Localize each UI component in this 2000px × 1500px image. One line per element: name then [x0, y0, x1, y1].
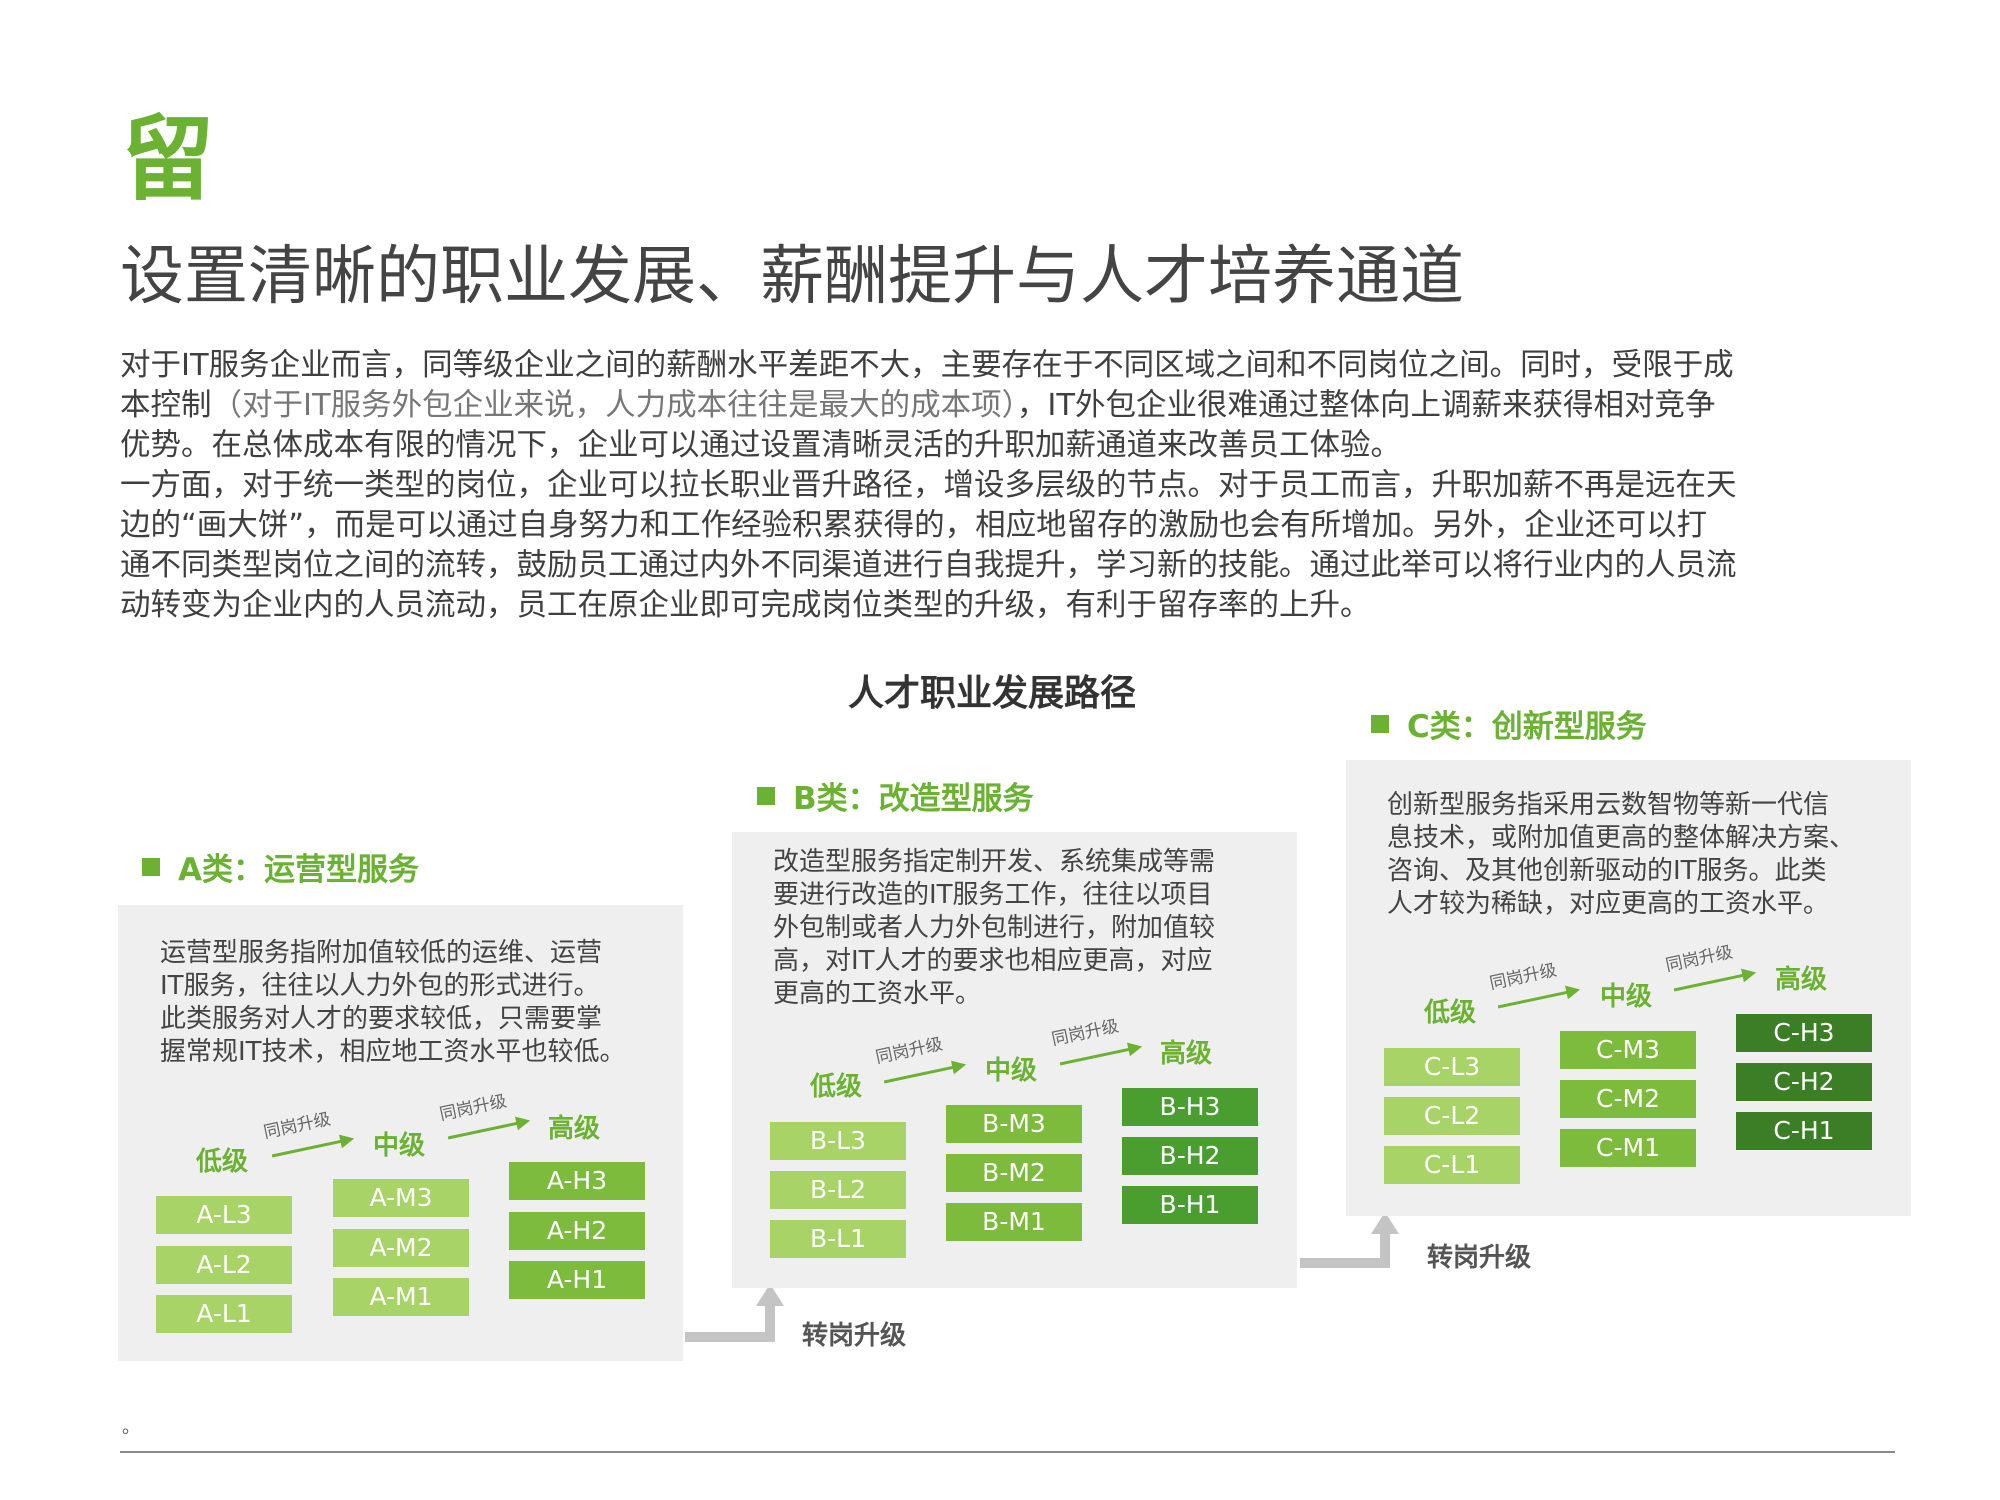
line-text: 对于IT服务企业而言，同等级企业之间的薪酬水平差距不大，主要存在于不同区域之间和…: [120, 348, 1734, 383]
category-c-label: C类：创新型服务: [1371, 707, 1647, 747]
desc-line: IT服务，往往以人力外包的形式进行。: [160, 971, 600, 1001]
line-text-tail: ，IT外包企业很难通过整体向上调薪来获得相对竞争: [1016, 388, 1716, 423]
grade-box-b-m1: B-M1: [946, 1203, 1082, 1241]
grade-box-c-m1: C-M1: [1560, 1129, 1696, 1167]
bullet-square-icon: [1371, 715, 1389, 733]
footer-divider: [120, 1451, 1895, 1453]
a-upgrade-arrow-1-icon: [271, 1134, 355, 1158]
a-level-low: 低级: [196, 1147, 249, 1177]
grade-box-c-m2: C-M2: [1560, 1080, 1696, 1118]
c-upgrade-arrow-2-icon: [1673, 968, 1757, 992]
grade-box-a-h3: A-H3: [509, 1162, 645, 1200]
c-upgrade-arrow-1-icon: [1497, 985, 1581, 1009]
paragraph-line: 边的“画大饼”，而是可以通过自身努力和工作经验积累获得的，相应地留存的激励也会有…: [120, 506, 1910, 546]
desc-line: 人才较为稀缺，对应更高的工资水平。: [1387, 889, 1830, 919]
grade-box-a-h1: A-H1: [509, 1261, 645, 1299]
desc-line: 要进行改造的IT服务工作，往往以项目: [773, 880, 1213, 910]
b-upgrade-arrow-2-icon: [1059, 1042, 1143, 1066]
c-level-mid: 中级: [1600, 982, 1653, 1012]
grade-box-a-l2: A-L2: [156, 1246, 292, 1284]
grade-box-c-h3: C-H3: [1736, 1014, 1872, 1052]
paragraph-line: 优势。在总体成本有限的情况下，企业可以通过设置清晰灵活的升职加薪通道来改善员工体…: [120, 426, 1910, 466]
b-level-high: 高级: [1160, 1039, 1213, 1069]
grade-box-b-m2: B-M2: [946, 1154, 1082, 1192]
body-paragraph: 对于IT服务企业而言，同等级企业之间的薪酬水平差距不大，主要存在于不同区域之间和…: [120, 346, 1910, 626]
category-a-description: 运营型服务指附加值较低的运维、运营 IT服务，往往以人力外包的形式进行。 此类服…: [160, 937, 626, 1069]
desc-line: 咨询、及其他创新驱动的IT服务。此类: [1387, 856, 1827, 886]
line-note: （对于IT服务外包企业来说，人力成本往往是最大的成本项）: [211, 388, 1017, 423]
desc-line: 外包制或者人力外包制进行，附加值较: [773, 913, 1216, 943]
c-level-high: 高级: [1775, 965, 1828, 995]
a-level-mid: 中级: [373, 1131, 426, 1161]
line-text: 动转变为企业内的人员流动，员工在原企业即可完成岗位类型的升级，有利于留存率的上升…: [120, 588, 1371, 623]
category-b-label: B类：改造型服务: [757, 779, 1034, 819]
a-level-high: 高级: [548, 1114, 601, 1144]
grade-box-b-l3: B-L3: [770, 1122, 906, 1160]
grade-box-c-l1: C-L1: [1384, 1146, 1520, 1184]
line-text: 本控制: [120, 388, 212, 423]
desc-line: 握常规IT技术，相应地工资水平也较低。: [160, 1037, 626, 1067]
grade-box-a-l1: A-L1: [156, 1295, 292, 1333]
category-c-description: 创新型服务指采用云数智物等新一代信 息技术，或附加值更高的整体解决方案、 咨询、…: [1387, 789, 1855, 921]
grade-box-a-m1: A-M1: [333, 1278, 469, 1316]
grade-box-a-m2: A-M2: [333, 1229, 469, 1267]
page-title: 设置清晰的职业发展、薪酬提升与人才培养通道: [120, 240, 1464, 314]
transfer-upgrade-label-1: 转岗升级: [802, 1321, 907, 1351]
b-level-low: 低级: [810, 1072, 863, 1102]
grade-box-c-m3: C-M3: [1560, 1031, 1696, 1069]
bullet-square-icon: [757, 787, 775, 805]
grade-box-b-h2: B-H2: [1122, 1137, 1258, 1175]
desc-line: 此类服务对人才的要求较低，只需要掌: [160, 1004, 603, 1034]
b-level-mid: 中级: [985, 1056, 1038, 1086]
desc-line: 改造型服务指定制开发、系统集成等需: [773, 847, 1216, 877]
paragraph-line: 通不同类型岗位之间的流转，鼓励员工通过内外不同渠道进行自我提升，学习新的技能。通…: [120, 546, 1910, 586]
desc-line: 运营型服务指附加值较低的运维、运营: [160, 938, 603, 968]
category-b-description: 改造型服务指定制开发、系统集成等需 要进行改造的IT服务工作，往往以项目 外包制…: [773, 846, 1215, 1011]
bullet-square-icon: [142, 858, 160, 876]
desc-line: 创新型服务指采用云数智物等新一代信: [1387, 790, 1830, 820]
transfer-arrow-b-to-c: [1300, 1228, 1390, 1268]
line-text: 边的“画大饼”，而是可以通过自身努力和工作经验积累获得的，相应地留存的激励也会有…: [120, 508, 1708, 543]
section-character: 留: [122, 106, 215, 213]
grade-box-c-h2: C-H2: [1736, 1063, 1872, 1101]
grade-box-c-h1: C-H1: [1736, 1112, 1872, 1150]
category-c-label-text: C类：创新型服务: [1407, 709, 1647, 745]
transfer-upgrade-label-2: 转岗升级: [1427, 1243, 1532, 1273]
footer-mark: 。: [122, 1417, 140, 1438]
line-text: 通不同类型岗位之间的流转，鼓励员工通过内外不同渠道进行自我提升，学习新的技能。通…: [120, 548, 1737, 583]
grade-box-a-l3: A-L3: [156, 1196, 292, 1234]
grade-box-a-m3: A-M3: [333, 1179, 469, 1217]
line-text: 优势。在总体成本有限的情况下，企业可以通过设置清晰灵活的升职加薪通道来改善员工体…: [120, 428, 1401, 463]
category-a-label-text: A类：运营型服务: [178, 852, 419, 888]
grade-box-a-h2: A-H2: [509, 1212, 645, 1250]
desc-line: 高，对IT人才的要求也相应更高，对应: [773, 946, 1213, 976]
paragraph-line: 本控制（对于IT服务外包企业来说，人力成本往往是最大的成本项），IT外包企业很难…: [120, 386, 1910, 426]
paragraph-line: 动转变为企业内的人员流动，员工在原企业即可完成岗位类型的升级，有利于留存率的上升…: [120, 586, 1910, 626]
desc-line: 息技术，或附加值更高的整体解决方案、: [1387, 823, 1856, 853]
grade-box-b-h3: B-H3: [1122, 1088, 1258, 1126]
b-upgrade-arrow-1-icon: [883, 1060, 967, 1084]
transfer-arrowhead-a-to-b: [756, 1284, 784, 1306]
paragraph-line: 一方面，对于统一类型的岗位，企业可以拉长职业晋升路径，增设多层级的节点。对于员工…: [120, 466, 1910, 506]
chart-title: 人才职业发展路径: [848, 673, 1137, 714]
grade-box-c-l2: C-L2: [1384, 1097, 1520, 1135]
category-a-label: A类：运营型服务: [142, 850, 419, 890]
c-level-low: 低级: [1424, 998, 1477, 1028]
a-upgrade-arrow-2-icon: [447, 1116, 531, 1140]
transfer-arrow-a-to-b: [685, 1300, 775, 1342]
grade-box-b-h1: B-H1: [1122, 1186, 1258, 1224]
line-text: 一方面，对于统一类型的岗位，企业可以拉长职业晋升路径，增设多层级的节点。对于员工…: [120, 468, 1737, 503]
paragraph-line: 对于IT服务企业而言，同等级企业之间的薪酬水平差距不大，主要存在于不同区域之间和…: [120, 346, 1910, 386]
desc-line: 更高的工资水平。: [773, 979, 982, 1009]
category-b-label-text: B类：改造型服务: [793, 781, 1034, 817]
grade-box-c-l3: C-L3: [1384, 1048, 1520, 1086]
grade-box-b-l2: B-L2: [770, 1171, 906, 1209]
grade-box-b-m3: B-M3: [946, 1105, 1082, 1143]
grade-box-b-l1: B-L1: [770, 1220, 906, 1258]
transfer-arrowhead-b-to-c: [1371, 1212, 1399, 1234]
